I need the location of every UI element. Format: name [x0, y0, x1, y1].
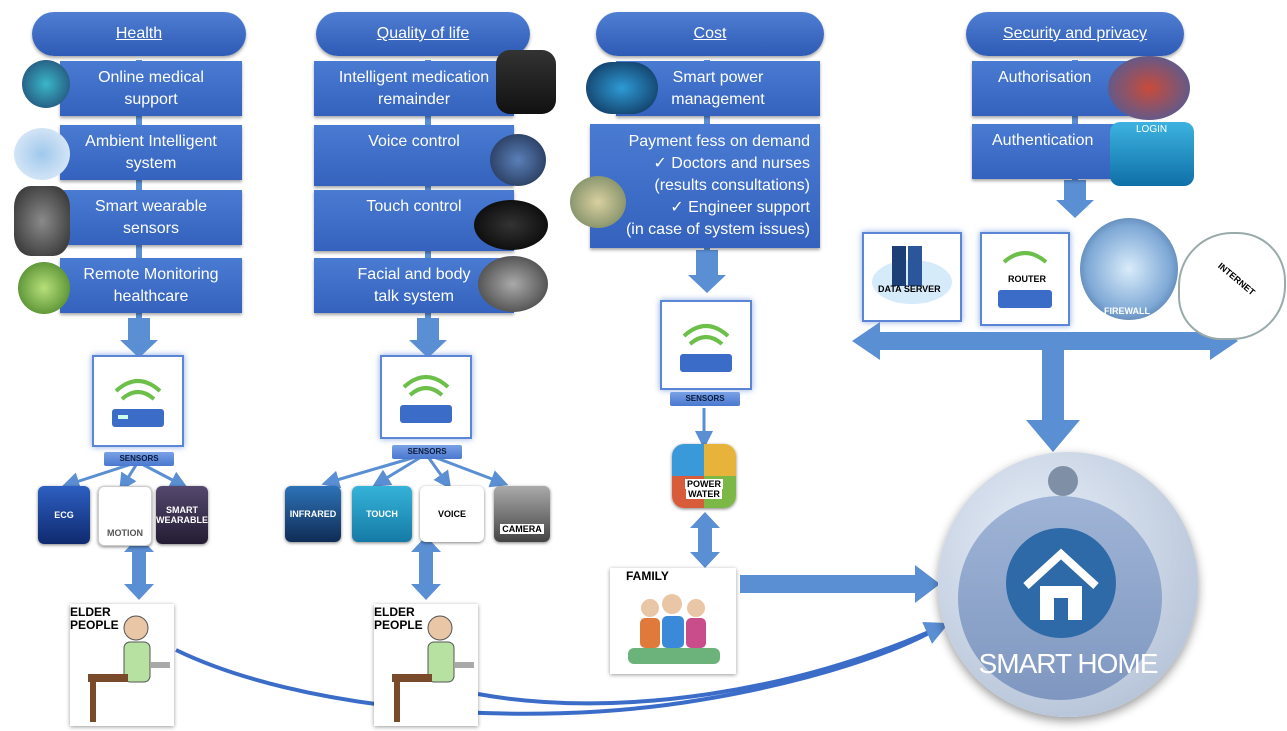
- router-icon: ROUTER: [980, 232, 1070, 326]
- microphone-icon: [490, 134, 546, 186]
- touch-device: TOUCH: [352, 486, 412, 542]
- ambient-network-icon: [14, 128, 70, 180]
- login-screen-icon: LOGIN: [1110, 122, 1194, 186]
- health-router-icon: [92, 355, 184, 447]
- quality-router-icon: [380, 355, 472, 439]
- smart-wearable-device: SMART WEARABLE: [156, 486, 208, 544]
- item-payment-fees: Payment fess on demand ✓ Doctors and nur…: [590, 124, 820, 248]
- header-cost: Cost: [596, 12, 824, 56]
- firewall-globe-icon: [1108, 56, 1190, 120]
- wifi-icon: [1048, 466, 1078, 496]
- cost-sensors-label: SENSORS: [670, 392, 740, 406]
- firewall-icon: FIREWALL: [1080, 218, 1178, 320]
- header-health: Health: [32, 12, 246, 56]
- elder-person-icon: [392, 615, 474, 722]
- camera-device: CAMERA: [494, 486, 550, 542]
- touch-keypad-icon: [474, 200, 548, 250]
- house-icon: [1006, 528, 1116, 638]
- medical-support-icon: [22, 60, 70, 108]
- header-security-privacy: Security and privacy: [966, 12, 1184, 56]
- internet-cloud-icon: INTERNET: [1178, 232, 1286, 340]
- ecg-device: ECG: [38, 486, 90, 544]
- voice-device: VOICE: [420, 486, 484, 542]
- infrared-device: INFRARED: [285, 486, 341, 542]
- cost-router-icon: [660, 300, 752, 390]
- item-voice-control: Voice control: [314, 125, 514, 186]
- smart-home-hub[interactable]: SMART HOME: [938, 452, 1198, 717]
- elder-person-icon: [88, 615, 170, 722]
- data-server-icon: DATA SERVER: [862, 232, 962, 322]
- money-icon: [570, 176, 626, 228]
- health-sensors-label: SENSORS: [104, 452, 174, 466]
- wearable-person-icon: [14, 186, 70, 256]
- quality-sensors-label: SENSORS: [392, 445, 462, 459]
- header-quality-of-life: Quality of life: [316, 12, 530, 56]
- family-icon: [628, 594, 720, 664]
- motion-device: MOTION: [98, 486, 152, 546]
- smart-home-label: SMART HOME: [978, 648, 1159, 679]
- family-card: FAMILY: [610, 568, 736, 674]
- facial-body-device-icon: [478, 256, 548, 312]
- power-water-device: POWER WATER: [672, 444, 736, 508]
- power-tablet-icon: [586, 62, 658, 114]
- medication-reminder-icon: [496, 50, 556, 114]
- remote-monitoring-icon: [18, 262, 70, 314]
